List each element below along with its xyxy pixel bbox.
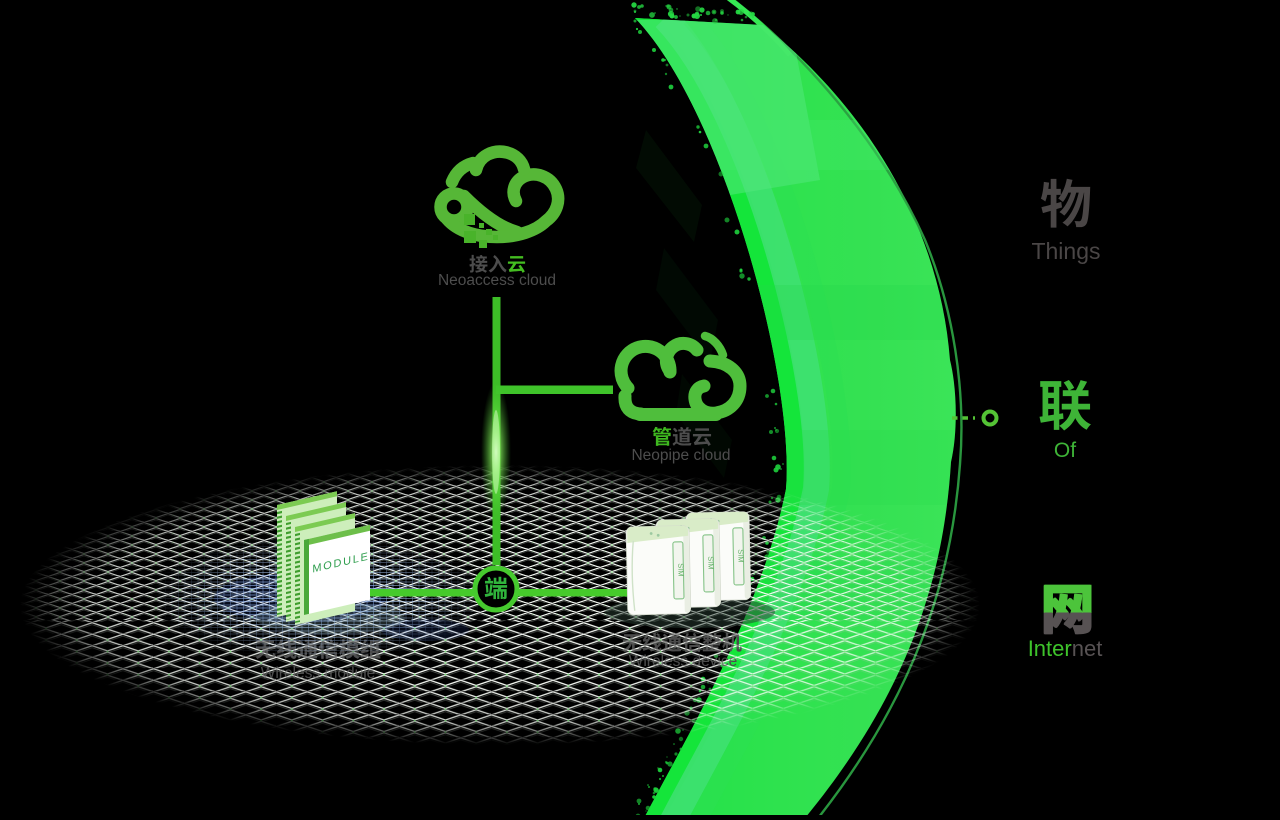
svg-text:SIM: SIM [706,556,715,570]
svg-text:Things: Things [1031,238,1100,264]
svg-text:Internet: Internet [1028,636,1103,661]
svg-text:SIM: SIM [736,549,745,563]
svg-text:Wireless device: Wireless device [629,653,738,670]
svg-text:Of: Of [1054,439,1076,462]
svg-text:Neopipe cloud: Neopipe cloud [631,447,730,464]
svg-text:Wireless module: Wireless module [261,665,376,682]
svg-text:SIM: SIM [676,563,685,577]
svg-text:Neoaccess cloud: Neoaccess cloud [438,272,556,289]
